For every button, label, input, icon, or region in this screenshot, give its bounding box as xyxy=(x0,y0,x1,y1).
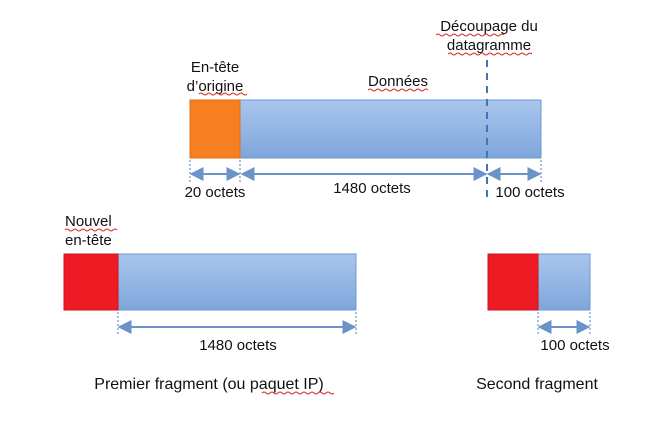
cut-label-line1: Découpage du xyxy=(440,18,538,35)
original-header-label-line2: d’origine xyxy=(187,78,244,95)
spellcheck-squiggle-nouvel xyxy=(64,228,118,232)
first-fragment-size-label: 1480 octets xyxy=(199,337,277,354)
original-header-label-line1: En-tête xyxy=(191,59,239,76)
spellcheck-squiggle-donnees xyxy=(367,88,429,92)
second-fragment-header-block xyxy=(487,253,539,311)
spellcheck-squiggle-origine xyxy=(198,92,248,96)
spellcheck-squiggle-decoupage xyxy=(435,33,505,37)
first-part-size-label: 1480 octets xyxy=(333,180,411,197)
second-fragment-size-label: 100 octets xyxy=(540,337,609,354)
second-fragment-caption: Second fragment xyxy=(476,376,598,393)
original-header-block xyxy=(189,99,241,159)
original-data-block xyxy=(189,99,542,159)
second-part-size-label: 100 octets xyxy=(495,184,564,201)
new-header-label-line1: Nouvel xyxy=(65,213,112,230)
cut-label-line2: datagramme xyxy=(447,37,531,54)
data-label: Données xyxy=(368,73,428,90)
spellcheck-squiggle-ou-paquet xyxy=(261,391,335,395)
spellcheck-squiggle-datagramme xyxy=(447,52,533,56)
new-header-label-line2: en-tête xyxy=(65,232,112,249)
header-size-label: 20 octets xyxy=(185,184,246,201)
first-fragment-header-block xyxy=(63,253,119,311)
first-fragment-caption: Premier fragment (ou paquet IP) xyxy=(94,376,323,393)
